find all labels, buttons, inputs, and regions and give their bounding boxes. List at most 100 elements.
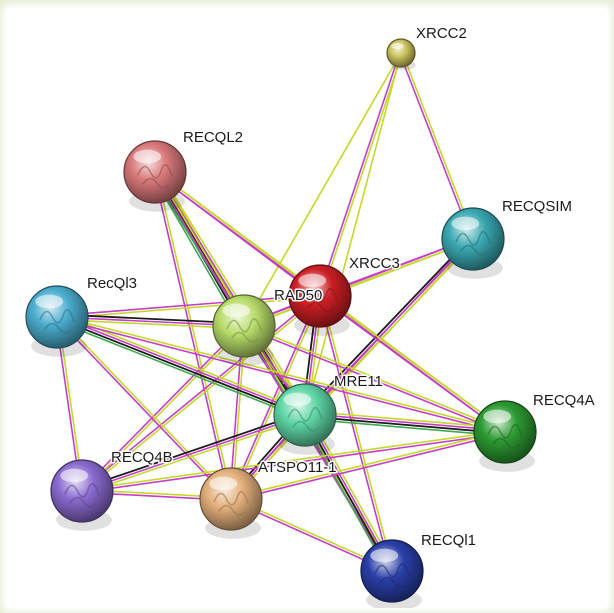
edge-evidence-line	[229, 429, 506, 499]
edge-evidence-line	[82, 326, 246, 493]
edge-evidence-line	[54, 319, 305, 420]
edge-evidence-line	[302, 236, 473, 415]
node-recqsim[interactable]	[441, 207, 505, 279]
node-sphere[interactable]	[212, 294, 276, 358]
edge-evidence-line	[80, 411, 306, 490]
edge-evidence-line	[303, 415, 506, 435]
node-xrcc3[interactable]	[288, 264, 352, 336]
node-label-recql1[interactable]: RECQl1	[420, 531, 478, 551]
edge-evidence-line	[230, 432, 507, 502]
edge-evidence-line	[398, 52, 473, 241]
edge-evidence-line	[231, 295, 323, 501]
edge-evidence-line	[304, 52, 402, 416]
edge-XRCC3-RecQl3[interactable]	[56, 293, 321, 320]
edge-RAD50-RECQ4B[interactable]	[80, 324, 246, 493]
node-highlight	[483, 409, 512, 424]
node-highlight	[209, 476, 238, 491]
node-label-recqsim[interactable]: RECQSIM	[501, 197, 574, 217]
edge-XRCC2-XRCC3[interactable]	[317, 51, 404, 298]
node-label-recql3[interactable]: RecQl3	[86, 274, 139, 294]
edge-XRCC2-RAD50[interactable]	[243, 52, 402, 327]
node-sphere[interactable]	[386, 38, 416, 68]
edge-RAD50-RECQ4A[interactable]	[242, 323, 507, 435]
node-label-mre11[interactable]: MRE11	[333, 372, 385, 392]
edge-evidence-line	[303, 418, 506, 437]
edge-XRCC3-RECQl1[interactable]	[317, 294, 395, 573]
edge-evidence-line	[320, 52, 404, 298]
edge-evidence-line	[401, 51, 476, 240]
edge-evidence-line	[80, 324, 244, 491]
edge-evidence-line	[81, 432, 507, 494]
node-highlight	[60, 468, 89, 483]
edge-evidence-line	[81, 414, 306, 492]
edge-evidence-line	[56, 293, 321, 317]
node-label-recql2[interactable]: RECQL2	[182, 128, 245, 148]
node-label-xrcc2[interactable]: XRCC2	[415, 24, 469, 44]
edge-XRCC2-MRE11[interactable]	[304, 52, 402, 416]
node-label-xrcc3[interactable]: XRCC3	[348, 254, 402, 274]
node-recql2[interactable]	[123, 140, 187, 212]
node-sphere[interactable]	[273, 383, 337, 447]
node-sphere[interactable]	[123, 140, 187, 204]
node-highlight	[451, 216, 480, 231]
edge-evidence-line	[320, 294, 395, 572]
node-sphere[interactable]	[25, 285, 89, 349]
edge-MRE11-RECQ4B[interactable]	[80, 411, 307, 495]
node-xrcc2[interactable]	[386, 38, 416, 70]
edge-evidence-line	[82, 296, 322, 493]
node-recql3[interactable]	[25, 285, 89, 357]
edge-evidence-line	[55, 317, 231, 501]
edge-evidence-line	[56, 314, 507, 432]
node-label-rad50[interactable]: RAD50	[273, 286, 324, 306]
node-highlight	[298, 273, 327, 288]
edges-layer	[54, 51, 507, 574]
edge-evidence-line	[56, 314, 307, 415]
edge-RecQl3-ATSPO11-1[interactable]	[55, 315, 233, 501]
node-highlight	[35, 294, 64, 309]
edge-evidence-line	[242, 325, 392, 573]
node-recq4a[interactable]	[473, 400, 537, 472]
edge-evidence-line	[57, 315, 233, 499]
node-atspo11-1[interactable]	[199, 467, 263, 539]
edge-evidence-line	[304, 410, 507, 429]
edge-evidence-line	[229, 294, 320, 500]
edge-XRCC2-RECQSIM[interactable]	[398, 51, 476, 241]
node-sphere[interactable]	[441, 207, 505, 271]
edge-evidence-line	[157, 169, 310, 414]
node-rad50[interactable]	[212, 294, 276, 366]
edge-evidence-line	[243, 52, 402, 327]
edge-evidence-line	[243, 323, 507, 432]
edge-evidence-line	[317, 51, 401, 297]
edge-RECQ4B-RECQ4A[interactable]	[81, 429, 507, 494]
node-highlight	[133, 149, 162, 164]
node-sphere[interactable]	[199, 467, 263, 531]
node-label-atspo11-1[interactable]: ATSPO11-1	[257, 458, 339, 478]
edge-evidence-line	[317, 295, 392, 573]
edge-evidence-line	[56, 296, 321, 320]
edge-evidence-line	[242, 326, 506, 435]
edge-XRCC3-RECQ4B[interactable]	[80, 294, 322, 493]
node-sphere[interactable]	[50, 459, 114, 523]
edge-evidence-line	[55, 317, 506, 435]
edge-RecQl3-RECQ4A[interactable]	[55, 314, 507, 435]
edge-XRCC3-RECQ4A[interactable]	[318, 294, 507, 434]
edge-MRE11-RECQ4A[interactable]	[303, 410, 507, 437]
edge-evidence-line	[318, 296, 506, 434]
node-highlight	[391, 42, 404, 50]
edge-evidence-line	[81, 429, 506, 491]
node-label-recq4a[interactable]: RECQ4A	[532, 391, 597, 411]
node-highlight	[370, 548, 399, 563]
edge-XRCC3-ATSPO11-1[interactable]	[229, 294, 323, 501]
node-mre11[interactable]	[273, 383, 337, 455]
node-recql1[interactable]	[360, 539, 424, 608]
node-label-recq4b[interactable]: RECQ4B	[110, 448, 175, 468]
node-highlight	[222, 303, 251, 318]
node-sphere[interactable]	[360, 539, 424, 603]
node-sphere[interactable]	[473, 400, 537, 464]
node-recq4b[interactable]	[50, 459, 114, 531]
edge-ATSPO11-1-RECQ4A[interactable]	[229, 429, 507, 502]
edge-evidence-line	[55, 317, 306, 418]
